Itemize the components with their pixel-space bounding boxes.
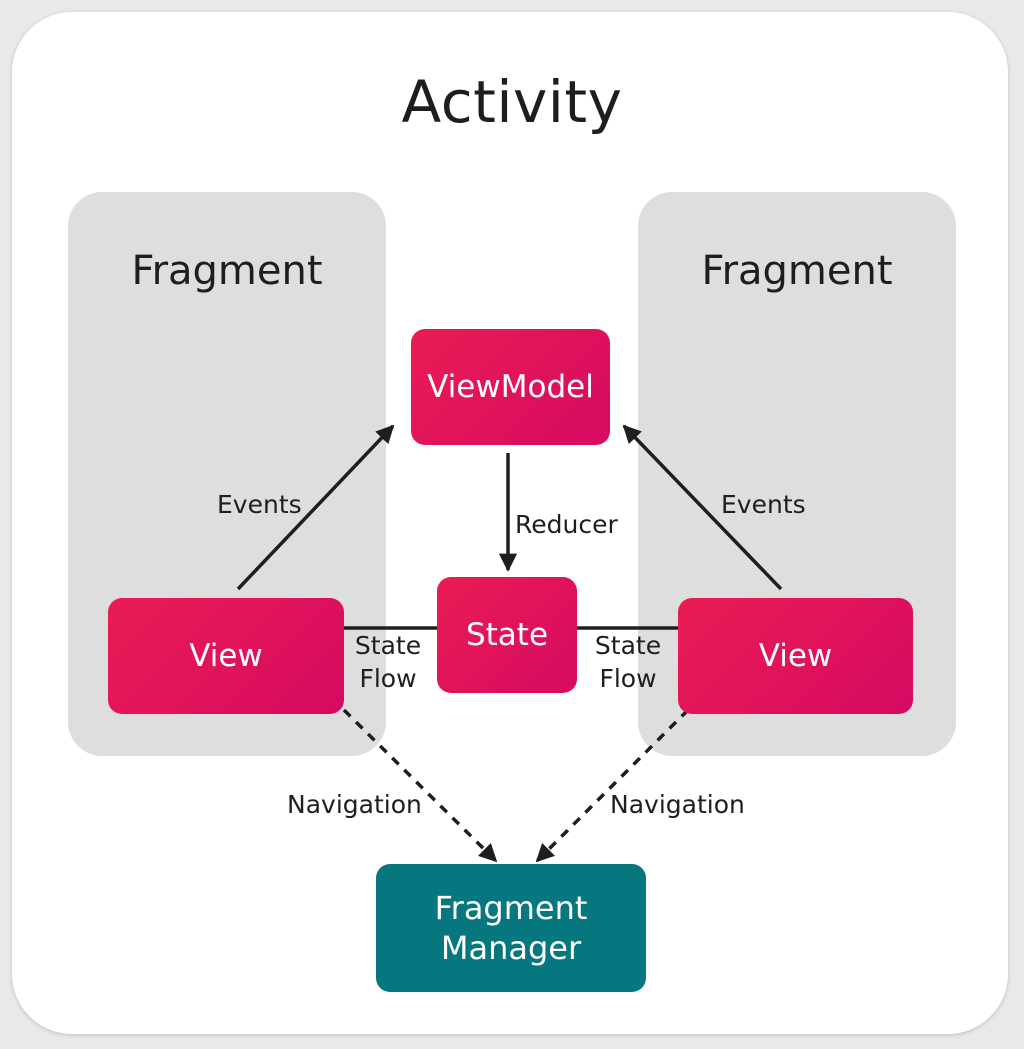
fragment-right-title: Fragment — [701, 248, 893, 294]
state-node: State — [437, 577, 577, 693]
view-left-label: View — [189, 637, 263, 674]
viewmodel-node: ViewModel — [411, 329, 610, 445]
navigation-left-arrow — [342, 708, 498, 863]
activity-title: Activity — [401, 68, 623, 136]
viewmodel-label: ViewModel — [427, 368, 594, 405]
state-flow-left-label: State Flow — [350, 630, 426, 695]
fragment-manager-node: Fragment Manager — [376, 864, 646, 992]
state-flow-right-line1: State — [594, 631, 662, 660]
view-left-node: View — [108, 598, 344, 714]
reducer-label: Reducer — [515, 510, 618, 539]
state-flow-left-line2: Flow — [359, 663, 417, 693]
fragment-manager-label-line2: Manager — [440, 929, 582, 967]
fragment-manager-label-line1: Fragment — [434, 889, 588, 927]
state-flow-right-label: State Flow — [590, 630, 666, 695]
state-flow-left-line1: State — [354, 631, 422, 660]
state-label: State — [465, 616, 549, 653]
events-left-label: Events — [217, 490, 302, 519]
state-flow-right-line2: Flow — [599, 663, 657, 693]
events-left-arrow — [236, 424, 395, 591]
fragment-left-title: Fragment — [131, 248, 323, 294]
navigation-right-label: Navigation — [610, 790, 745, 819]
navigation-left-label: Navigation — [287, 790, 422, 819]
events-right-label: Events — [721, 490, 806, 519]
navigation-right-arrow — [535, 708, 690, 863]
view-right-node: View — [678, 598, 913, 714]
view-right-label: View — [758, 637, 833, 674]
events-right-arrow — [622, 424, 783, 591]
